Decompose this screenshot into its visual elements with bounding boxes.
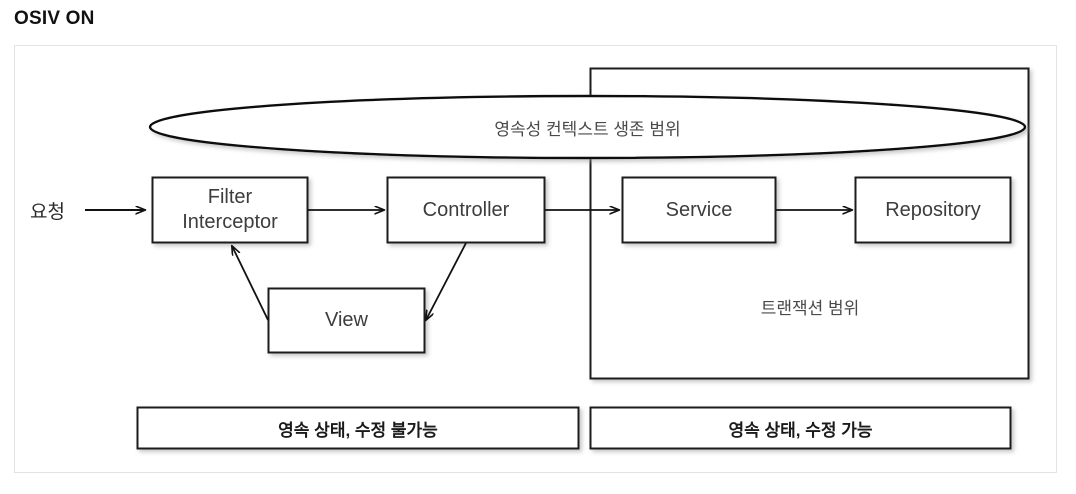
arrow-controller-to-view: [426, 242, 467, 320]
state-bar-writable-box: [589, 406, 1012, 450]
node-repository-box: [854, 176, 1012, 244]
node-view-box: [267, 287, 426, 354]
node-controller-box: [386, 176, 546, 244]
page-title: OSIV ON: [14, 8, 95, 29]
node-filter-interceptor-box: [151, 176, 309, 244]
persistence-scope-ellipse: [148, 94, 1027, 160]
state-bar-readonly-box: [136, 406, 580, 450]
node-service-box: [621, 176, 777, 244]
arrow-view-to-filter: [232, 246, 269, 321]
